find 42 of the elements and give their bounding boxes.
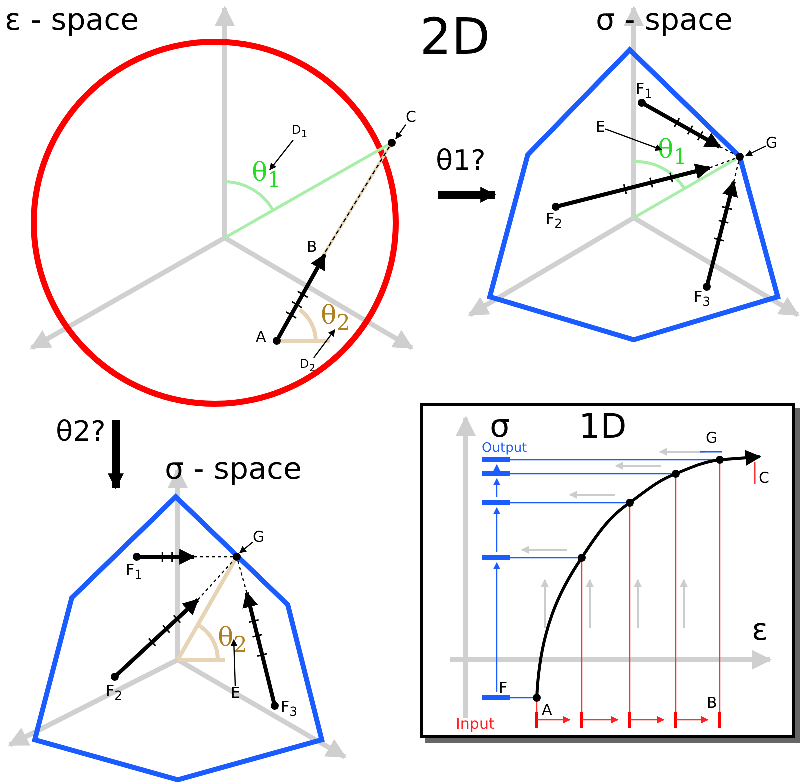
arrow-label: θ2? [56,418,106,446]
angle-label: θ$_{2}$ [321,303,350,335]
panel-heading: 2D [420,12,490,62]
point-label: F$_{1}$ [126,563,143,582]
panel-heading: σ - space [596,6,733,36]
axis-label: ε [752,616,768,646]
leader-line [239,542,254,554]
point-label: D$_{1}$ [292,124,308,140]
angle-label: θ$_{1}$ [658,137,688,169]
angle-label: θ$_{2}$ [218,625,248,657]
leader-line [396,124,406,140]
point-label: G [253,530,265,545]
point-label: G [766,136,778,151]
arrow-label: θ1? [436,147,486,175]
point-label: F$_{2}$ [106,684,123,702]
point-label: F$_{3}$ [281,700,298,718]
angle-label: θ$_{1}$ [252,160,282,192]
leader-line [270,140,294,171]
point-label: C [759,471,770,486]
point-label: F$_{1}$ [636,82,653,100]
point-label: G [706,431,718,446]
panel-heading: ε - space [5,6,140,36]
axis-label: Output [482,442,528,455]
point-label: B [707,696,718,711]
point-label: F$_{2}$ [546,212,563,230]
point-label: A [542,703,552,718]
panel-title: 1D [579,410,627,444]
leader-line [314,329,336,358]
axis-label: σ [490,410,510,442]
point-label: F [499,681,508,696]
point-label: A [256,330,266,345]
leader-line [230,639,238,686]
point-label: F$_{3}$ [694,290,711,308]
point-label: E [596,120,606,135]
point-label: B [307,240,318,255]
point-label: C [406,110,416,125]
leader-line [745,146,766,157]
point-label: E [231,686,240,701]
panel-heading: σ - space [165,455,302,485]
point-label: D$_{2}$ [300,358,316,374]
leader-line [605,128,663,152]
axis-label: Input [456,717,495,732]
